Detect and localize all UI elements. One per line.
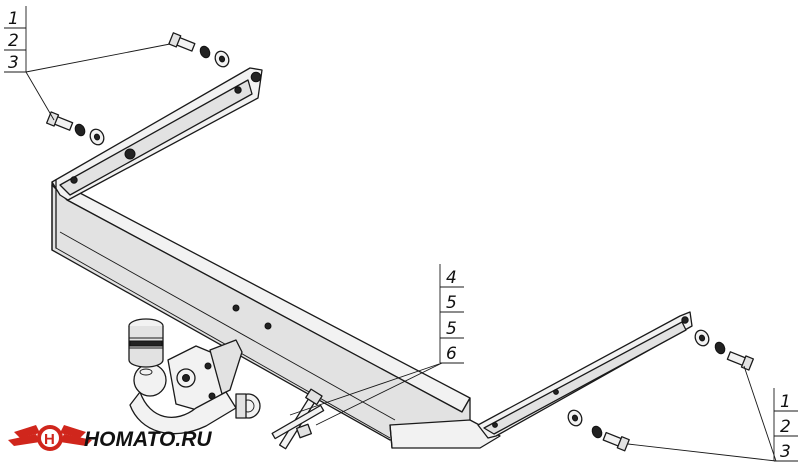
svg-text:H: H — [44, 431, 55, 448]
callout-label: 5 — [446, 319, 457, 339]
callout-label: 3 — [8, 53, 19, 73]
right-side-bracket — [477, 311, 693, 439]
middle-bolts — [271, 388, 325, 450]
homato-winged-logo-icon: H — [8, 425, 92, 451]
fastener-set-top — [168, 32, 230, 68]
callout-label: 2 — [8, 31, 19, 51]
callout-middle: 4 5 5 6 — [439, 264, 464, 364]
crossbar-tube — [51, 177, 501, 449]
fastener-set-right-upper — [694, 329, 755, 371]
callout-label: 1 — [8, 9, 19, 29]
callout-top-left: 1 2 3 — [4, 6, 27, 73]
brand-name: HOMATO.RU — [84, 428, 212, 451]
fastener-set-left — [45, 111, 105, 146]
callout-label: 4 — [446, 268, 457, 288]
leader-lines — [25, 43, 777, 462]
fastener-set-right-lower — [567, 409, 630, 452]
left-side-bracket — [51, 67, 263, 251]
tow-ball-mount — [128, 304, 272, 435]
callout-label: 5 — [446, 293, 457, 313]
homato-logo: H HOMATO.RU — [8, 425, 212, 451]
callout-bottom-right: 1 2 3 — [773, 388, 798, 462]
callout-label: 2 — [780, 417, 791, 437]
callout-label: 1 — [780, 392, 791, 412]
callout-label: 3 — [780, 442, 791, 462]
ball-cover — [128, 318, 164, 368]
electrical-socket — [235, 393, 261, 419]
callout-label: 6 — [446, 344, 457, 364]
